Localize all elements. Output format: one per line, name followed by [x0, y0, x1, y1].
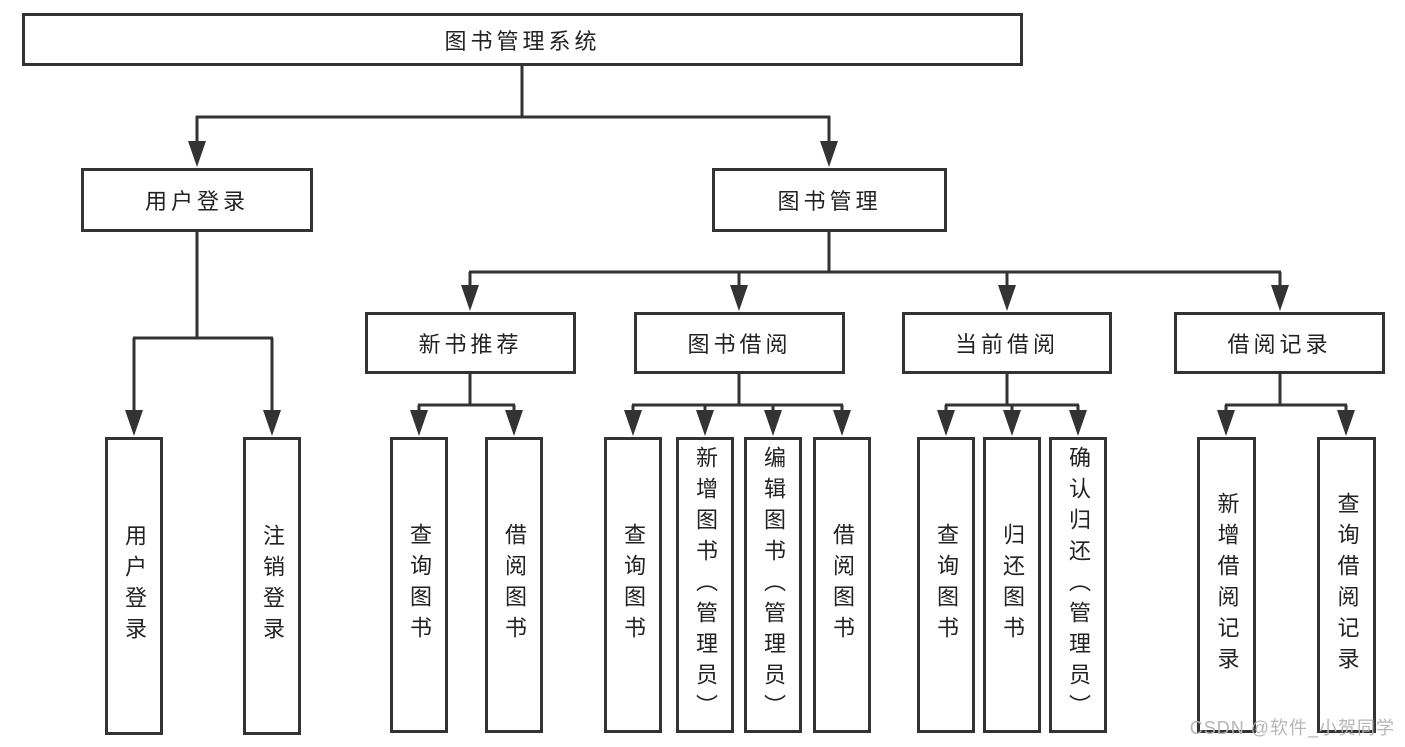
arrowhead-down: [998, 285, 1016, 311]
arrowhead-down: [505, 410, 523, 436]
leaf-current-query-books: 查询图书: [917, 437, 975, 733]
arrowhead-down: [125, 410, 143, 436]
arrowhead-down: [730, 285, 748, 311]
node-user-login-label: 用户登录: [144, 189, 249, 214]
leaf-user-login: 用户登录: [105, 437, 163, 735]
arrowhead-down: [410, 410, 428, 436]
leaf-records-add-record: 新增借阅记录: [1197, 437, 1256, 733]
leaf-current-return-books-label: 归还图书: [1000, 523, 1025, 647]
leaf-current-confirm-return-admin: 确认归还（管理员）: [1049, 437, 1107, 733]
leaf-borrow-query-books: 查询图书: [604, 437, 662, 733]
leaf-current-return-books: 归还图书: [983, 437, 1041, 733]
leaf-borrow-borrow-books-label: 借阅图书: [830, 523, 855, 647]
leaf-borrow-edit-books-admin: 编辑图书（管理员）: [744, 437, 802, 733]
node-root-label: 图书管理系统: [444, 28, 601, 54]
node-book-management-label: 图书管理: [777, 189, 882, 214]
leaf-current-query-books-label: 查询图书: [934, 523, 959, 647]
node-borrow-records: 借阅记录: [1174, 312, 1385, 374]
node-book-borrow: 图书借阅: [634, 312, 845, 374]
leaf-user-login-label: 用户登录: [122, 524, 147, 648]
arrowhead-down: [1271, 285, 1289, 311]
leaf-records-query-record-label: 查询借阅记录: [1334, 492, 1360, 678]
leaf-borrow-borrow-books: 借阅图书: [813, 437, 871, 733]
leaf-current-confirm-return-admin-label: 确认归还（管理员）: [1066, 445, 1091, 725]
arrowhead-down: [833, 410, 851, 436]
leaf-newbook-borrow-books: 借阅图书: [485, 437, 543, 733]
arrowhead-down: [188, 141, 206, 167]
arrowhead-down: [820, 141, 838, 167]
node-current-borrow-label: 当前借阅: [954, 332, 1059, 357]
arrowhead-down: [1069, 410, 1087, 436]
node-new-book-recommend-label: 新书推荐: [418, 332, 523, 357]
leaf-borrow-add-books-admin: 新增图书（管理员）: [676, 437, 734, 733]
leaf-records-add-record-label: 新增借阅记录: [1214, 492, 1240, 678]
leaf-records-query-record: 查询借阅记录: [1317, 437, 1376, 733]
leaf-borrow-query-books-label: 查询图书: [621, 523, 646, 647]
node-new-book-recommend: 新书推荐: [365, 312, 576, 374]
node-user-login: 用户登录: [81, 168, 313, 232]
arrowhead-down: [1217, 410, 1235, 436]
leaf-newbook-query-books: 查询图书: [390, 437, 448, 733]
leaf-borrow-add-books-admin-label: 新增图书（管理员）: [693, 445, 718, 725]
leaf-logout: 注销登录: [243, 437, 301, 735]
leaf-newbook-borrow-books-label: 借阅图书: [502, 523, 527, 647]
leaf-borrow-edit-books-admin-label: 编辑图书（管理员）: [761, 445, 786, 725]
node-current-borrow: 当前借阅: [902, 312, 1112, 374]
arrowhead-down: [696, 410, 714, 436]
node-borrow-records-label: 借阅记录: [1227, 332, 1332, 357]
arrowhead-down: [764, 410, 782, 436]
arrowhead-down: [263, 410, 281, 436]
node-book-borrow-label: 图书借阅: [687, 332, 792, 357]
watermark: CSDN @软件_小贺同学: [1189, 718, 1395, 738]
arrowhead-down: [1003, 410, 1021, 436]
leaf-logout-label: 注销登录: [260, 524, 285, 648]
arrowhead-down: [624, 410, 642, 436]
arrowhead-down: [937, 410, 955, 436]
node-root: 图书管理系统: [22, 13, 1023, 66]
leaf-newbook-query-books-label: 查询图书: [407, 523, 432, 647]
arrowhead-down: [1337, 410, 1355, 436]
node-book-management: 图书管理: [712, 168, 947, 232]
arrowhead-down: [461, 285, 479, 311]
